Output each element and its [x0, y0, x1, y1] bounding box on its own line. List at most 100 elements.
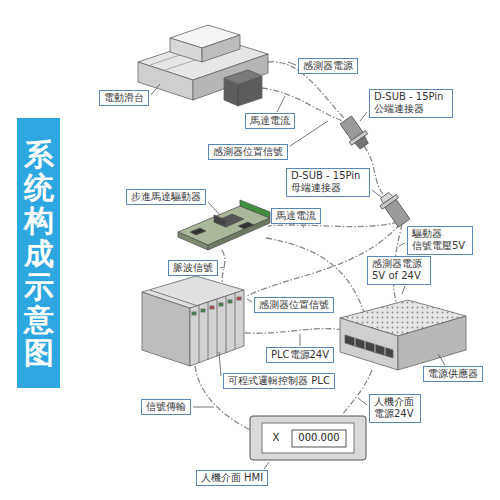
callout-text: 電動滑台	[104, 92, 144, 105]
callout-text: 馬達電流	[276, 210, 316, 223]
callout-box: 電源供應器	[423, 366, 483, 383]
power-supply	[340, 300, 466, 370]
callout-text: 感測器電源 5V of 24V	[372, 258, 426, 283]
leader-line-part	[208, 202, 220, 215]
callout-box: 電動滑台	[99, 90, 149, 107]
leader-line-part	[220, 267, 225, 268]
callout-box: 人機介面 HMI	[196, 470, 268, 487]
electric-slide	[138, 25, 268, 106]
leader-line-part	[372, 190, 382, 198]
leader-line-part	[438, 354, 445, 365]
leader-line-part	[302, 225, 304, 228]
electric-slide-part	[170, 38, 202, 62]
leader-line-part	[219, 352, 221, 376]
plc-unit-part	[208, 302, 209, 360]
plc-unit-part	[226, 296, 227, 353]
callout-box: D-SUB - 15Pin 公端連接器	[369, 89, 453, 118]
stepper-driver-part	[238, 222, 254, 229]
callout-text: 人機介面 電源24V	[374, 396, 416, 421]
leader-line-part	[288, 62, 296, 65]
cable-part	[245, 329, 342, 334]
callout-text: 馬達電流	[250, 115, 290, 128]
callout-box: 人機介面 電源24V	[369, 394, 421, 423]
leader-line-part	[360, 112, 367, 121]
title-bar	[17, 118, 60, 388]
plc-unit-part	[217, 299, 218, 356]
stepper-driver	[178, 200, 270, 250]
callout-box: 脈波信號	[168, 260, 218, 277]
callout-box: 感測器位置信號	[254, 297, 334, 314]
power-supply-part	[385, 347, 386, 355]
callout-box: 馬達電流	[271, 208, 321, 225]
leader-line	[151, 62, 445, 469]
plc-unit-part	[201, 309, 205, 312]
callout-text: 可程式邏輯控制器 PLC	[228, 375, 330, 388]
electric-slide-part	[224, 70, 262, 106]
cable-part	[222, 250, 225, 288]
stepper-driver-part	[190, 228, 206, 235]
screen-text: X	[273, 432, 280, 444]
callout-box: D-SUB - 15Pin 母端連接器	[286, 168, 370, 197]
power-supply-part	[365, 341, 366, 349]
leader-line-part	[399, 243, 405, 246]
leader-line-part	[300, 334, 301, 346]
callout-box: 驅動器 信號電壓5V	[407, 226, 473, 255]
leader-line-part	[264, 462, 269, 469]
callout-box: 可程式邏輯控制器 PLC	[223, 373, 335, 390]
screen-text: 000.000	[298, 432, 339, 444]
stepper-driver-part	[214, 215, 226, 227]
plc-unit-part	[228, 300, 232, 303]
power-supply-part	[340, 318, 398, 370]
electric-slide-part	[238, 84, 239, 106]
leader-line-part	[151, 84, 160, 95]
dsub-male-connector-part	[355, 136, 369, 149]
leader-line-part	[358, 398, 367, 405]
callout-text: 信號傳輸	[146, 401, 186, 414]
callout-box: 信號傳輸	[141, 399, 191, 416]
callout-box: 感測器位置信號	[208, 144, 288, 161]
plc-unit-part	[190, 290, 244, 366]
dsub-female-connector	[376, 190, 412, 229]
power-supply-part	[398, 316, 466, 370]
electric-slide-part	[224, 70, 262, 84]
leader-line-part	[247, 299, 252, 302]
plc-unit-part	[199, 305, 200, 363]
callout-box: 步進馬達驅動器	[126, 189, 206, 206]
cable-part	[342, 370, 372, 415]
plc-unit-part	[142, 276, 244, 308]
leader-line-part	[277, 96, 285, 112]
callout-text: 感測器電源	[303, 60, 353, 73]
callout-text: D-SUB - 15Pin 母端連接器	[291, 170, 365, 195]
power-supply-part	[345, 335, 393, 358]
callout-box: 感測器電源	[298, 58, 358, 75]
stepper-driver-part	[240, 200, 270, 218]
callout-box: 馬達電流	[245, 113, 295, 130]
callout-text: PLC電源24V	[271, 349, 329, 362]
callout-text: 感測器位置信號	[259, 299, 329, 312]
power-supply-part	[375, 344, 376, 352]
callout-text: 感測器位置信號	[213, 146, 283, 159]
plc-unit-part	[237, 297, 241, 300]
callout-box: PLC電源24V	[266, 347, 334, 364]
callout-text: 電源供應器	[428, 368, 478, 381]
plc-unit-part	[192, 312, 196, 315]
plc-unit-part	[150, 290, 198, 306]
callout-text: 驅動器 信號電壓5V	[412, 228, 468, 253]
leader-line-part	[193, 407, 214, 408]
plc-unit	[142, 276, 244, 366]
hmi-panel-part	[292, 430, 346, 447]
hmi-panel-part	[250, 416, 366, 460]
plc-unit-part	[235, 293, 236, 349]
power-supply-part	[355, 338, 356, 346]
plc-unit-part	[219, 303, 223, 306]
callout-text: 人機介面 HMI	[201, 472, 263, 485]
dsub-male-connector	[338, 114, 373, 152]
hmi-panel-part	[262, 423, 354, 453]
leader-line-part	[402, 286, 405, 294]
callout-box: 感測器電源 5V of 24V	[367, 256, 431, 285]
title-text: 系统构成示意图	[24, 138, 54, 369]
plc-unit-part	[210, 306, 214, 309]
callout-text: D-SUB - 15Pin 公端連接器	[374, 91, 448, 116]
